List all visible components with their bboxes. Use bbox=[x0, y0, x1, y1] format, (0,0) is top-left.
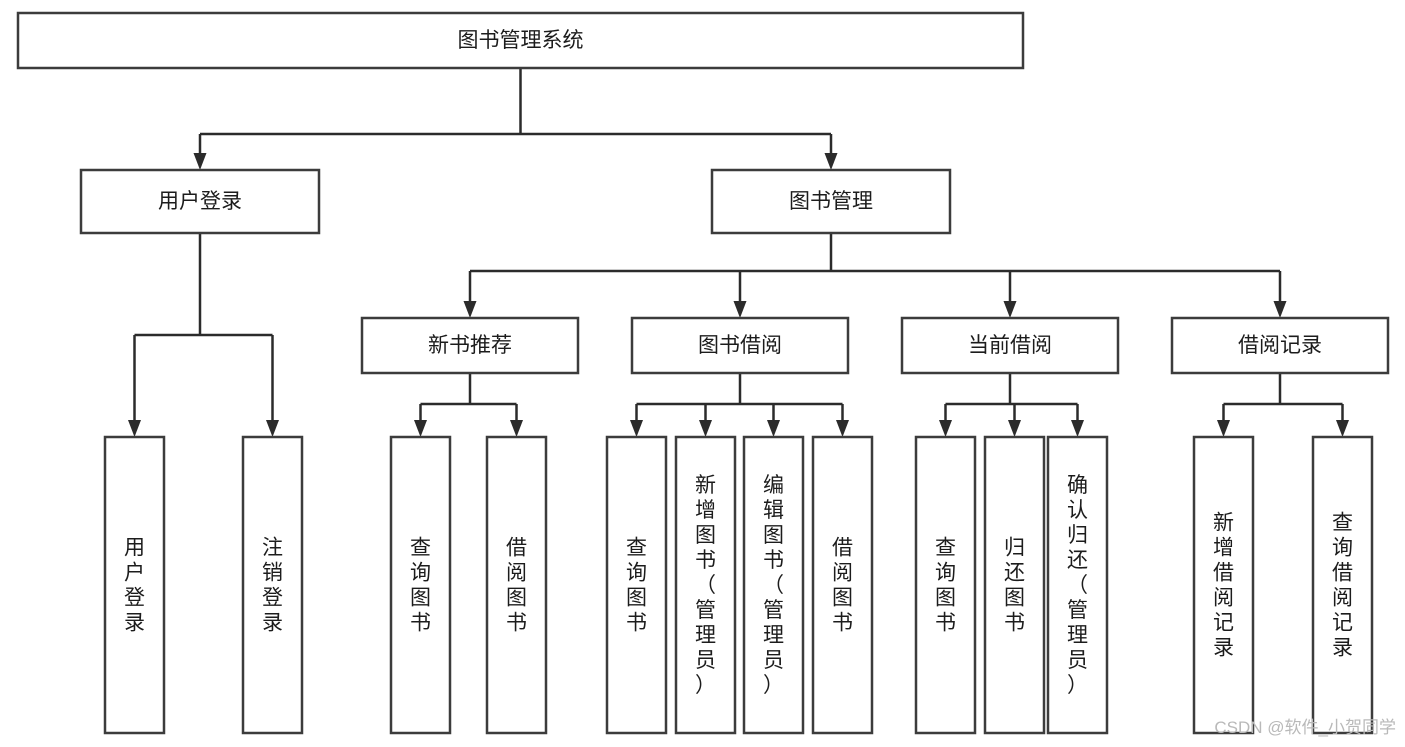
node-leaf-borrow-book[interactable]: 借阅图书 bbox=[811, 435, 874, 735]
node-box-borrow-record bbox=[1170, 316, 1390, 375]
node-box-leaf-add-borrow-record bbox=[1192, 435, 1255, 735]
arrow-head-icon bbox=[767, 420, 780, 437]
node-new-book-recommend[interactable]: 新书推荐 bbox=[360, 316, 580, 375]
node-label-leaf-query-book-current: 查询图书 bbox=[935, 537, 956, 635]
node-box-root bbox=[16, 11, 1025, 70]
node-label-leaf-borrow-book: 借阅图书 bbox=[832, 537, 853, 635]
node-label-book-borrow: 图书借阅 bbox=[698, 334, 782, 357]
node-label-leaf-query-book-borrow: 查询图书 bbox=[626, 537, 647, 635]
node-book-borrow[interactable]: 图书借阅 bbox=[630, 316, 850, 375]
node-label-leaf-query-borrow-record: 查询借阅记录 bbox=[1332, 512, 1353, 660]
node-box-leaf-borrow-book bbox=[811, 435, 874, 735]
node-box-book-management bbox=[710, 168, 952, 235]
node-box-new-book-recommend bbox=[360, 316, 580, 375]
arrow-head-icon bbox=[1336, 420, 1349, 437]
node-label-current-borrow: 当前借阅 bbox=[968, 334, 1052, 357]
node-label-leaf-edit-book: 编辑图书（管理员） bbox=[763, 474, 784, 697]
node-box-book-borrow bbox=[630, 316, 850, 375]
node-box-leaf-add-book bbox=[674, 435, 737, 735]
arrow-head-icon bbox=[824, 153, 838, 170]
node-leaf-query-book-recommend[interactable]: 查询图书 bbox=[389, 435, 452, 735]
node-leaf-user-login[interactable]: 用户登录 bbox=[103, 435, 166, 735]
node-user-login[interactable]: 用户登录 bbox=[79, 168, 321, 235]
node-box-leaf-logout bbox=[241, 435, 304, 735]
arrow-head-icon bbox=[510, 420, 523, 437]
edges-from-current-borrow bbox=[939, 373, 1084, 437]
node-box-leaf-borrow-book-recommend bbox=[485, 435, 548, 735]
node-box-leaf-query-book-borrow bbox=[605, 435, 668, 735]
arrow-head-icon bbox=[128, 420, 141, 437]
node-box-leaf-edit-book bbox=[742, 435, 805, 735]
node-leaf-query-borrow-record[interactable]: 查询借阅记录 bbox=[1311, 435, 1374, 735]
node-label-root: 图书管理系统 bbox=[458, 29, 584, 52]
node-root[interactable]: 图书管理系统 bbox=[16, 11, 1025, 70]
node-box-leaf-confirm-return bbox=[1046, 435, 1109, 735]
arrow-head-icon bbox=[939, 420, 952, 437]
node-leaf-add-book[interactable]: 新增图书（管理员） bbox=[674, 435, 737, 735]
node-label-leaf-query-book-recommend: 查询图书 bbox=[410, 537, 431, 635]
edges-from-book-borrow bbox=[630, 373, 849, 437]
node-label-user-login: 用户登录 bbox=[158, 190, 242, 213]
node-box-leaf-query-borrow-record bbox=[1311, 435, 1374, 735]
node-label-leaf-add-borrow-record: 新增借阅记录 bbox=[1213, 512, 1234, 660]
csdn-watermark: CSDN @软件_小贺同学 bbox=[1214, 718, 1396, 737]
node-label-borrow-record: 借阅记录 bbox=[1238, 334, 1322, 357]
node-label-leaf-user-login: 用户登录 bbox=[124, 537, 145, 635]
node-box-user-login bbox=[79, 168, 321, 235]
arrow-head-icon bbox=[1008, 420, 1021, 437]
node-leaf-logout[interactable]: 注销登录 bbox=[241, 435, 304, 735]
node-label-leaf-logout: 注销登录 bbox=[262, 537, 283, 635]
arrow-head-icon bbox=[414, 420, 427, 437]
arrow-head-icon bbox=[1003, 301, 1017, 318]
node-label-leaf-add-book: 新增图书（管理员） bbox=[695, 474, 716, 697]
arrow-head-icon bbox=[463, 301, 477, 318]
connector-layer bbox=[128, 68, 1349, 437]
node-leaf-add-borrow-record[interactable]: 新增借阅记录 bbox=[1192, 435, 1255, 735]
node-leaf-borrow-book-recommend[interactable]: 借阅图书 bbox=[485, 435, 548, 735]
edges-from-borrow-record bbox=[1217, 373, 1349, 437]
node-leaf-query-book-borrow[interactable]: 查询图书 bbox=[605, 435, 668, 735]
node-label-leaf-borrow-book-recommend: 借阅图书 bbox=[506, 537, 527, 635]
node-box-current-borrow bbox=[900, 316, 1120, 375]
node-label-new-book-recommend: 新书推荐 bbox=[428, 334, 512, 357]
edges-from-user-login bbox=[128, 233, 279, 437]
edges-from-new-book-recommend bbox=[414, 373, 523, 437]
node-label-leaf-confirm-return: 确认归还（管理员） bbox=[1067, 474, 1088, 697]
arrow-head-icon bbox=[193, 153, 207, 170]
arrow-head-icon bbox=[1071, 420, 1084, 437]
arrow-head-icon bbox=[836, 420, 849, 437]
edges-from-book-management bbox=[463, 233, 1287, 318]
node-box-leaf-user-login bbox=[103, 435, 166, 735]
node-leaf-query-book-current[interactable]: 查询图书 bbox=[914, 435, 977, 735]
node-label-leaf-return-book: 归还图书 bbox=[1004, 537, 1025, 635]
arrow-head-icon bbox=[699, 420, 712, 437]
edges-from-root bbox=[193, 68, 838, 170]
node-label-book-management: 图书管理 bbox=[789, 190, 873, 213]
node-current-borrow[interactable]: 当前借阅 bbox=[900, 316, 1120, 375]
node-leaf-edit-book[interactable]: 编辑图书（管理员） bbox=[742, 435, 805, 735]
node-borrow-record[interactable]: 借阅记录 bbox=[1170, 316, 1390, 375]
arrow-head-icon bbox=[630, 420, 643, 437]
arrow-head-icon bbox=[266, 420, 279, 437]
node-box-leaf-query-book-current bbox=[914, 435, 977, 735]
node-layer: 图书管理系统用户登录图书管理新书推荐图书借阅当前借阅借阅记录用户登录注销登录查询… bbox=[16, 11, 1390, 735]
node-box-leaf-query-book-recommend bbox=[389, 435, 452, 735]
node-leaf-return-book[interactable]: 归还图书 bbox=[983, 435, 1046, 735]
arrow-head-icon bbox=[1273, 301, 1287, 318]
node-book-management[interactable]: 图书管理 bbox=[710, 168, 952, 235]
node-leaf-confirm-return[interactable]: 确认归还（管理员） bbox=[1046, 435, 1109, 735]
arrow-head-icon bbox=[733, 301, 747, 318]
arrow-head-icon bbox=[1217, 420, 1230, 437]
node-box-leaf-return-book bbox=[983, 435, 1046, 735]
